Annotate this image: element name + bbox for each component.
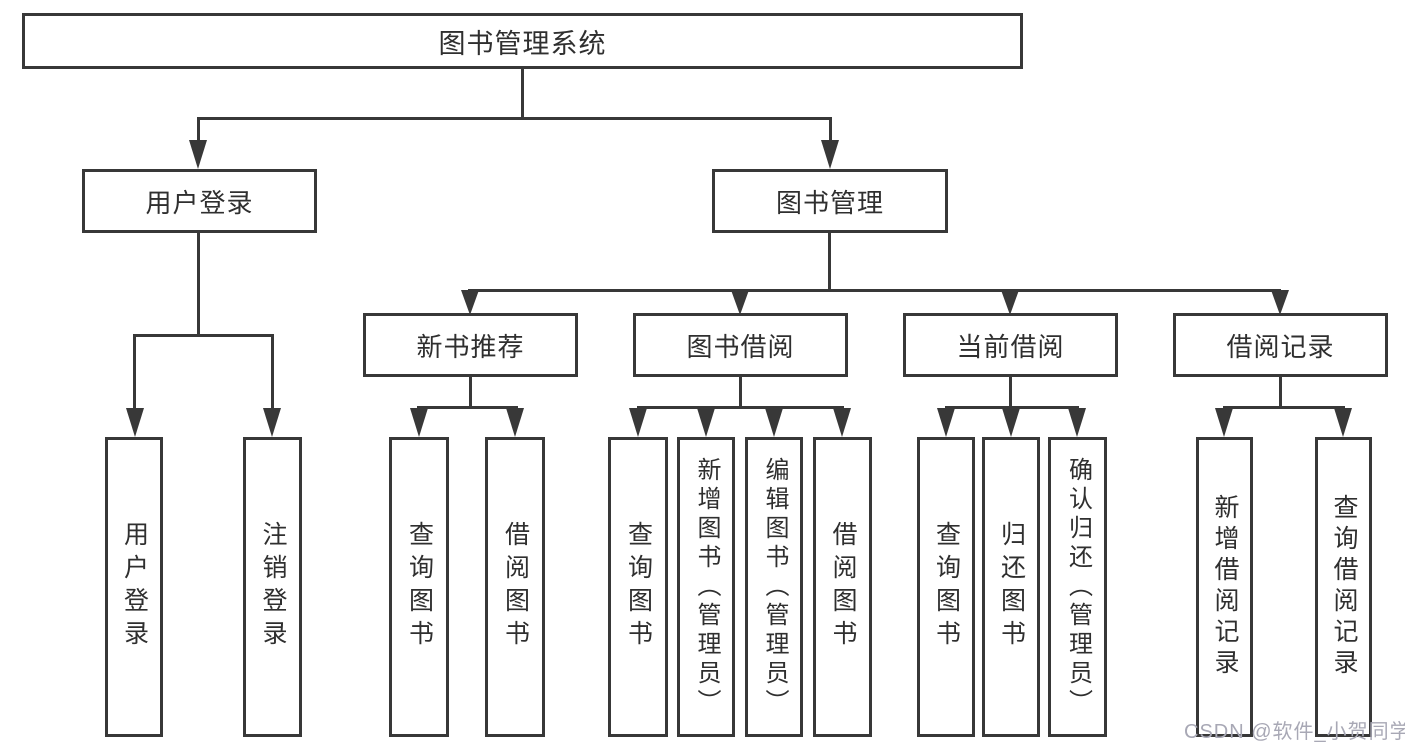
leaf-confirm-return-admin: 确认归还（管理员） (1048, 437, 1107, 737)
leaf-return-books: 归还图书 (982, 437, 1040, 737)
arrowhead-down (189, 140, 207, 169)
connector-line (828, 233, 831, 291)
leaf-add-borrow-record-label: 新增借阅记录 (1211, 494, 1239, 680)
leaf-query-books-borrow-label: 查询图书 (624, 521, 653, 653)
leaf-borrow-books-recommend: 借阅图书 (485, 437, 545, 737)
connector-line (197, 233, 200, 336)
node-new-book-recommend-label: 新书推荐 (416, 331, 525, 362)
leaf-user-login: 用户登录 (105, 437, 163, 737)
arrowhead-down (1271, 290, 1289, 315)
connector-line (829, 117, 832, 141)
node-current-borrow: 当前借阅 (903, 313, 1118, 377)
arrowhead-down (1068, 408, 1086, 437)
node-borrow-records-label: 借阅记录 (1226, 331, 1335, 362)
connector-line (1279, 377, 1282, 408)
arrowhead-down (126, 408, 144, 437)
arrowhead-down (833, 408, 851, 437)
arrowhead-down (1001, 290, 1019, 315)
arrowhead-down (821, 140, 839, 169)
node-user-login-label: 用户登录 (145, 187, 254, 218)
arrowhead-down (629, 408, 647, 437)
arrowhead-down (1215, 408, 1233, 437)
arrowhead-down (506, 408, 524, 437)
arrowhead-down (263, 408, 281, 437)
arrowhead-down (1002, 408, 1020, 437)
connector-line (197, 117, 200, 141)
leaf-query-books-recommend: 查询图书 (389, 437, 449, 737)
leaf-confirm-return-admin-label: 确认归还（管理员） (1064, 456, 1092, 718)
connector-line (133, 334, 136, 410)
connector-line (1009, 377, 1012, 408)
leaf-query-books-current-label: 查询图书 (932, 521, 961, 653)
leaf-logout: 注销登录 (243, 437, 302, 737)
leaf-query-borrow-record: 查询借阅记录 (1315, 437, 1372, 737)
connector-line (469, 377, 472, 408)
leaf-borrow-books: 借阅图书 (813, 437, 872, 737)
node-book-borrow-label: 图书借阅 (686, 331, 795, 362)
leaf-add-books-admin: 新增图书（管理员） (677, 437, 735, 737)
leaf-query-books-recommend-label: 查询图书 (405, 521, 434, 653)
node-root: 图书管理系统 (22, 13, 1023, 69)
connector-line (197, 117, 832, 120)
connector-line (637, 406, 844, 409)
connector-line (1223, 406, 1345, 409)
leaf-user-login-label: 用户登录 (120, 521, 149, 653)
arrowhead-down (731, 290, 749, 315)
leaf-edit-books-admin: 编辑图书（管理员） (745, 437, 803, 737)
node-current-borrow-label: 当前借阅 (956, 331, 1065, 362)
node-borrow-records: 借阅记录 (1173, 313, 1388, 377)
arrowhead-down (765, 408, 783, 437)
leaf-query-borrow-record-label: 查询借阅记录 (1330, 494, 1358, 680)
connector-line (417, 406, 518, 409)
leaf-edit-books-admin-label: 编辑图书（管理员） (761, 456, 788, 718)
connector-line (468, 289, 1281, 292)
arrowhead-down (461, 290, 479, 315)
leaf-logout-label: 注销登录 (259, 521, 287, 653)
connector-line (271, 334, 274, 410)
node-book-borrow: 图书借阅 (633, 313, 848, 377)
node-root-label: 图书管理系统 (438, 28, 607, 59)
connector-line (521, 69, 524, 118)
node-user-login: 用户登录 (82, 169, 317, 233)
leaf-add-borrow-record: 新增借阅记录 (1196, 437, 1253, 737)
arrowhead-down (937, 408, 955, 437)
connector-line (739, 377, 742, 408)
connector-line (133, 334, 274, 337)
csdn-watermark: CSDN @软件_小贺同学 (1184, 721, 1405, 743)
leaf-add-books-admin-label: 新增图书（管理员） (693, 456, 720, 718)
leaf-borrow-books-label: 借阅图书 (829, 521, 857, 653)
arrowhead-down (697, 408, 715, 437)
leaf-query-books-current: 查询图书 (917, 437, 975, 737)
arrowhead-down (1334, 408, 1352, 437)
node-new-book-recommend: 新书推荐 (363, 313, 578, 377)
connector-line (945, 406, 1079, 409)
node-book-management: 图书管理 (712, 169, 948, 233)
arrowhead-down (410, 408, 428, 437)
leaf-return-books-label: 归还图书 (997, 521, 1026, 653)
leaf-query-books-borrow: 查询图书 (608, 437, 668, 737)
leaf-borrow-books-recommend-label: 借阅图书 (501, 521, 530, 653)
node-book-management-label: 图书管理 (775, 187, 884, 218)
